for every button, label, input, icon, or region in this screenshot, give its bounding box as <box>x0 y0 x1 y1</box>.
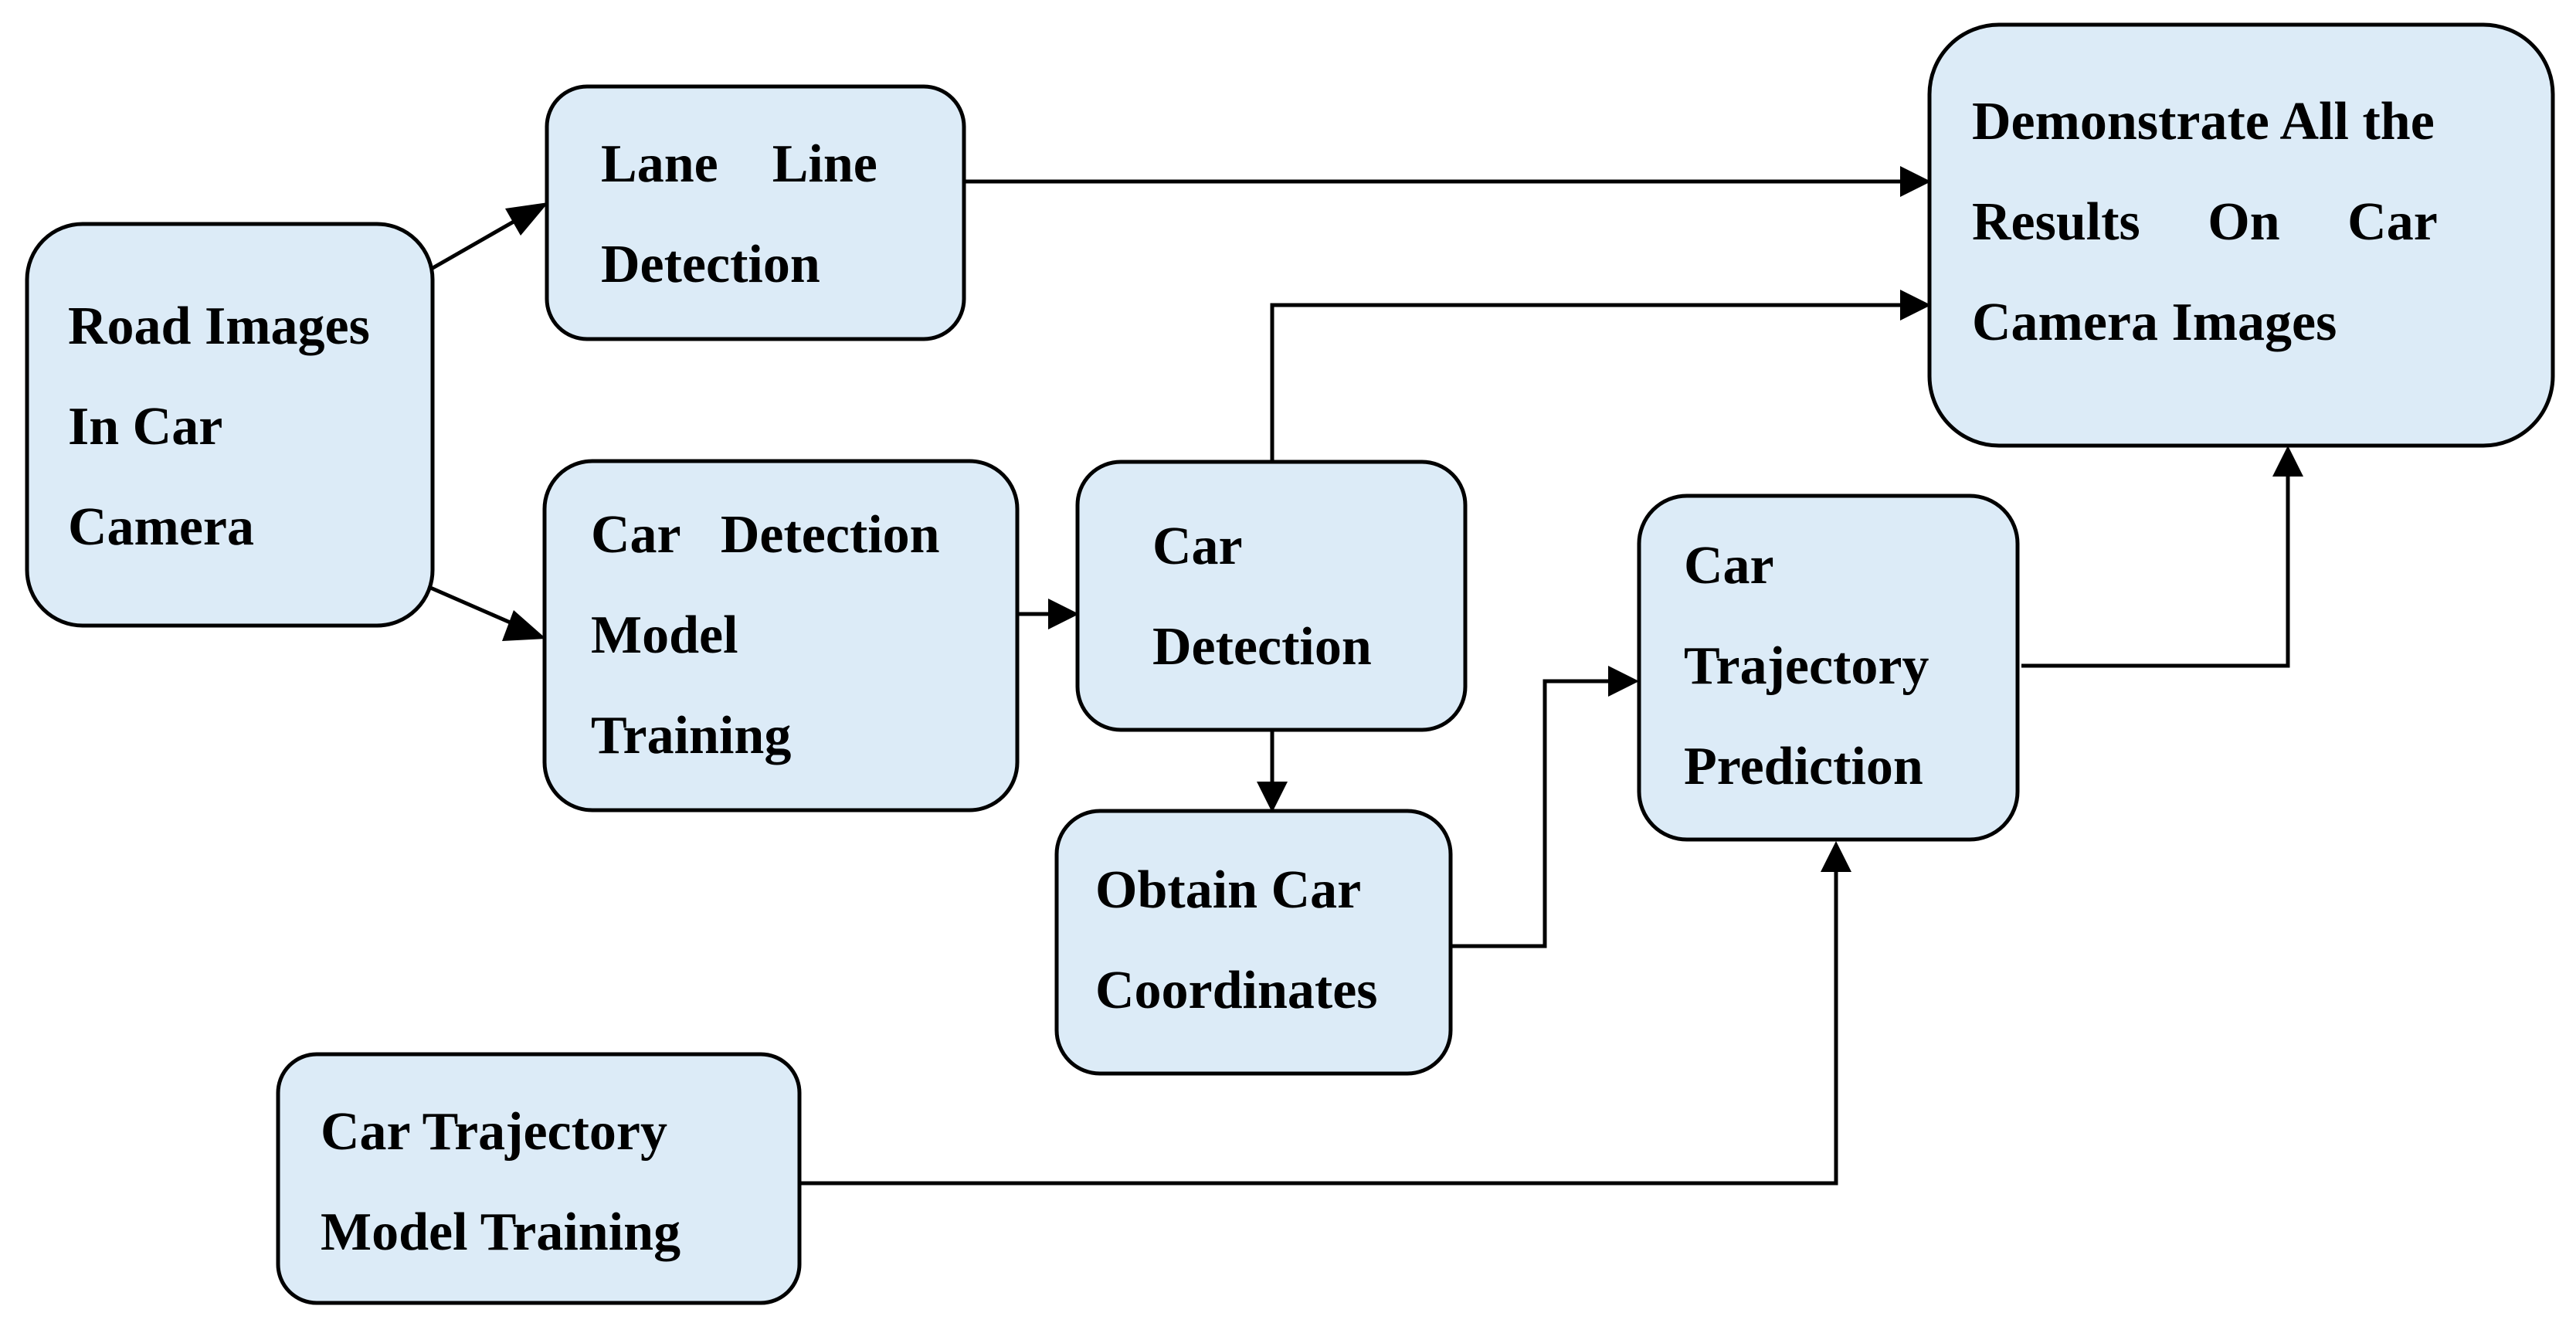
node-car-trajectory-model-training-line-2: Model Training <box>321 1203 680 1262</box>
node-obtain-car-coordinates: Obtain Car Coordinates <box>1054 809 1453 1076</box>
edge-car-detection-to-demonstrate-results <box>1270 290 1931 462</box>
node-car-detection-model-training-line-2: Model <box>591 606 738 665</box>
node-car-detection-model-training-line-1: Car Detection <box>591 505 940 565</box>
node-car-trajectory-prediction-line-3: Prediction <box>1684 737 1923 796</box>
node-car-trajectory-prediction-line-2: Trajectory <box>1684 636 1929 696</box>
node-obtain-car-coordinates-line-2: Coordinates <box>1095 961 1378 1020</box>
node-road-images: Road Images In Car Camera <box>25 222 435 628</box>
edge-obtain-car-coordinates-to-car-trajectory-prediction <box>1450 666 1639 948</box>
node-demonstrate-results-line-3: Camera Images <box>1972 293 2337 352</box>
edge-lane-line-detection-to-demonstrate-results <box>963 166 1931 197</box>
node-car-detection-model-training: Car Detection Model Training <box>542 459 1020 812</box>
node-road-images-line-3: Camera <box>68 497 254 557</box>
edge-road-images-to-car-detection-model-training <box>428 585 546 641</box>
node-demonstrate-results-line-2: Results On Car <box>1972 192 2438 252</box>
node-car-trajectory-model-training-line-1: Car Trajectory <box>321 1102 667 1162</box>
node-road-images-line-1: Road Images <box>68 297 370 356</box>
node-demonstrate-results-line-1: Demonstrate All the <box>1972 92 2435 151</box>
node-car-detection-line-1: Car <box>1152 517 1243 576</box>
node-obtain-car-coordinates-line-1: Obtain Car <box>1095 860 1361 920</box>
node-car-trajectory-model-training: Car Trajectory Model Training <box>276 1052 802 1305</box>
edge-car-trajectory-prediction-to-demonstrate-results <box>2021 446 2303 668</box>
node-lane-line-detection-line-1: Lane Line <box>601 134 877 194</box>
node-demonstrate-results: Demonstrate All the Results On Car Camer… <box>1927 22 2555 448</box>
node-car-trajectory-prediction-line-1: Car <box>1684 536 1774 595</box>
edges <box>427 166 2303 1186</box>
edge-car-trajectory-model-training-to-car-trajectory-prediction <box>799 841 1851 1186</box>
node-lane-line-detection-line-2: Detection <box>601 235 820 294</box>
node-car-detection-model-training-line-3: Training <box>591 706 791 765</box>
node-lane-line-detection: Lane Line Detection <box>545 84 966 341</box>
edge-car-detection-model-training-to-car-detection <box>1017 599 1079 629</box>
node-car-trajectory-prediction: Car Trajectory Prediction <box>1637 494 2020 842</box>
node-car-detection-line-2: Detection <box>1152 617 1372 677</box>
edge-road-images-to-lane-line-detection <box>427 202 548 273</box>
node-road-images-line-2: In Car <box>68 397 222 456</box>
edge-car-detection-to-obtain-car-coordinates <box>1257 730 1288 812</box>
node-car-detection: Car Detection <box>1075 460 1468 732</box>
